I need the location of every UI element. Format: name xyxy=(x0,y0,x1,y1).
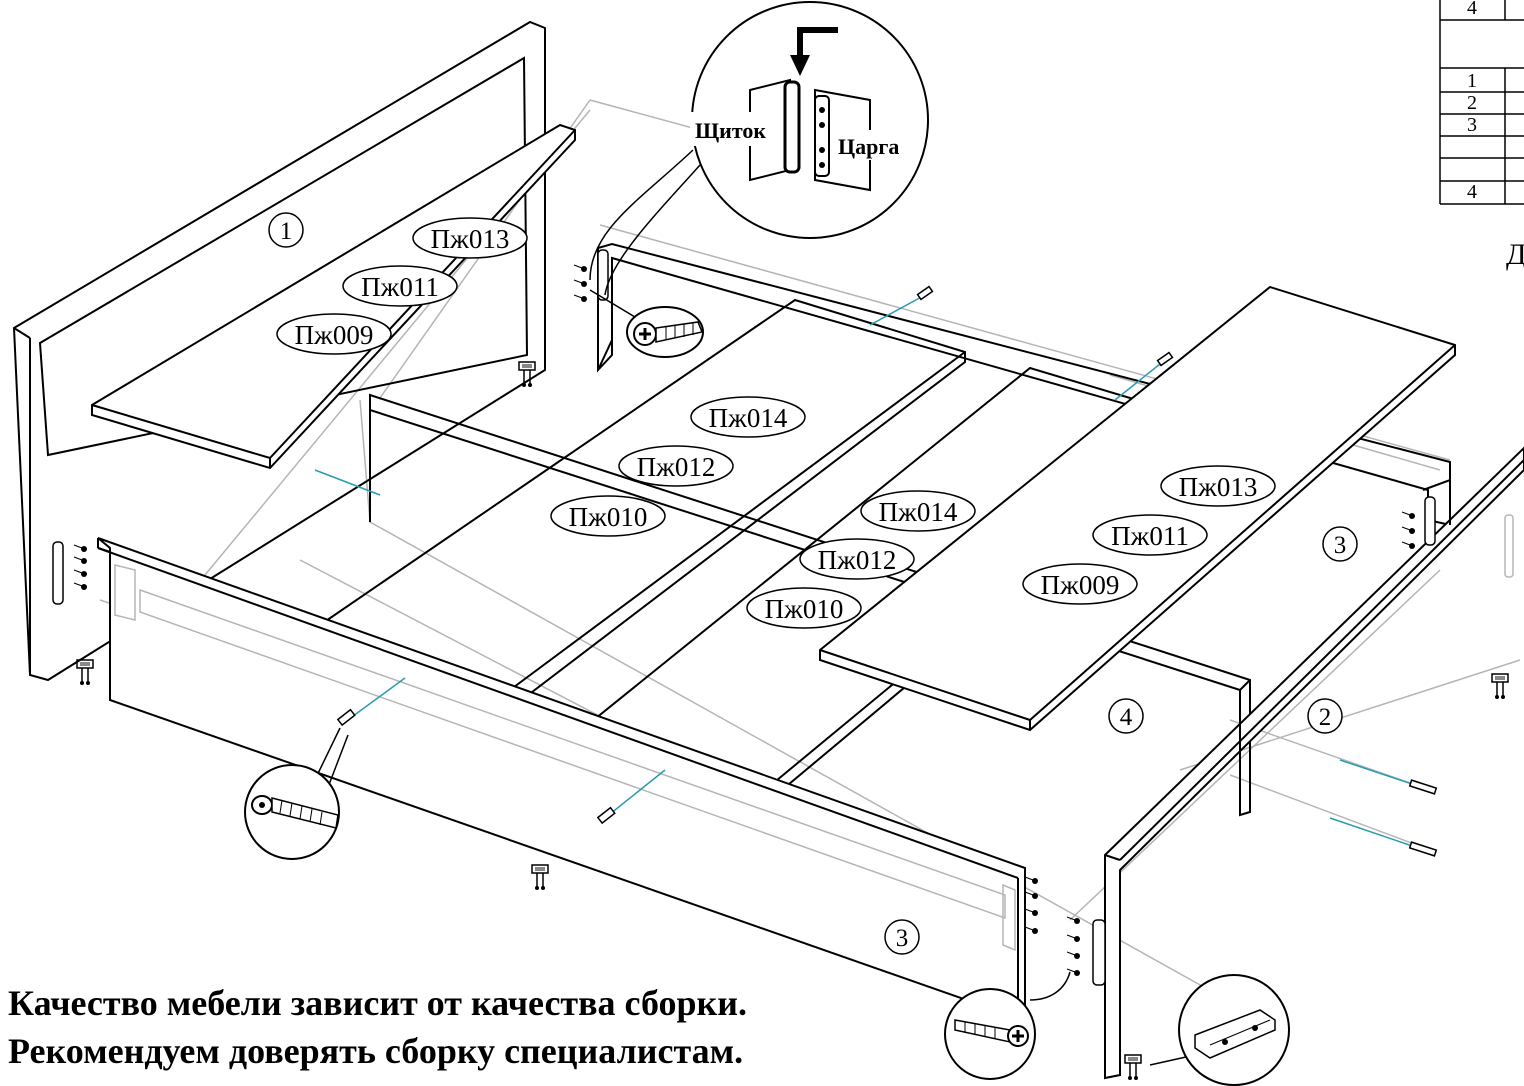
screw-icon xyxy=(633,321,704,346)
svg-text:Пж011: Пж011 xyxy=(361,272,439,302)
slat-labels-center: Пж014 Пж012 Пж010 xyxy=(550,396,806,537)
edge-letter: Д xyxy=(1506,238,1524,271)
svg-text:Пж010: Пж010 xyxy=(569,502,648,532)
svg-text:Пж013: Пж013 xyxy=(1179,472,1258,502)
slat-left xyxy=(91,123,576,470)
svg-text:Пж012: Пж012 xyxy=(637,452,716,482)
dowel-pins xyxy=(336,285,1438,857)
hinge-bracket-icon xyxy=(52,249,1514,986)
screw-icon xyxy=(954,1019,1029,1047)
svg-text:Пж014: Пж014 xyxy=(709,403,788,433)
table-row-3: 3 xyxy=(1467,114,1477,136)
footboard-panel xyxy=(1104,446,1524,1080)
svg-text:Пж009: Пж009 xyxy=(1041,570,1120,600)
hinge-left-label: Щиток xyxy=(695,118,766,143)
table-row-1: 1 xyxy=(1467,70,1477,92)
svg-text:3: 3 xyxy=(896,925,909,952)
confirmat-screw-icon xyxy=(251,795,339,829)
panel-number-4: 4 xyxy=(1108,698,1144,734)
svg-text:3: 3 xyxy=(1334,532,1347,559)
svg-text:Пж014: Пж014 xyxy=(879,497,958,527)
note-line-2: Рекомендуем доверять сборку специалистам… xyxy=(8,1031,744,1071)
panel-number-2: 2 xyxy=(1307,698,1343,734)
svg-text:Пж010: Пж010 xyxy=(765,594,844,624)
table-row-2: 2 xyxy=(1467,92,1477,114)
svg-text:1: 1 xyxy=(280,218,293,245)
slat-right xyxy=(819,285,1456,732)
table-row-4: 4 xyxy=(1467,181,1477,203)
note-line-1: Качество мебели зависит от качества сбор… xyxy=(8,983,748,1023)
arrow-down-icon xyxy=(790,27,838,76)
right-side-rail xyxy=(1239,478,1451,815)
foot-callout xyxy=(1149,974,1290,1086)
panel-number-3-right: 3 xyxy=(1322,526,1358,562)
hinge-right-label: Царга xyxy=(838,134,899,159)
svg-text:4: 4 xyxy=(1120,704,1133,731)
slat-labels-left: Пж013 Пж011 Пж009 xyxy=(276,217,528,355)
front-rail-inner-ghost xyxy=(114,564,1016,952)
panel-number-3-front: 3 xyxy=(884,919,920,955)
parts-table-fragment xyxy=(1439,0,1524,205)
panel-number-1: 1 xyxy=(268,212,304,248)
screw-callout-top xyxy=(589,289,704,358)
headboard-panel xyxy=(12,20,546,682)
svg-text:Пж012: Пж012 xyxy=(818,545,897,575)
hinge-callout: Щиток Царга xyxy=(589,1,929,296)
screw-callout-left xyxy=(244,727,349,860)
svg-text:Пж013: Пж013 xyxy=(431,224,510,254)
screw-callout-bottom xyxy=(944,971,1071,1080)
table-top-row-cell: 4 xyxy=(1467,0,1477,19)
slat-labels-right: Пж013 Пж011 Пж009 xyxy=(1022,465,1276,605)
svg-text:Пж009: Пж009 xyxy=(295,320,374,350)
svg-text:Пж011: Пж011 xyxy=(1111,521,1189,551)
slat-labels-center-2: Пж014 Пж012 Пж010 xyxy=(746,490,976,629)
svg-text:2: 2 xyxy=(1319,704,1332,731)
